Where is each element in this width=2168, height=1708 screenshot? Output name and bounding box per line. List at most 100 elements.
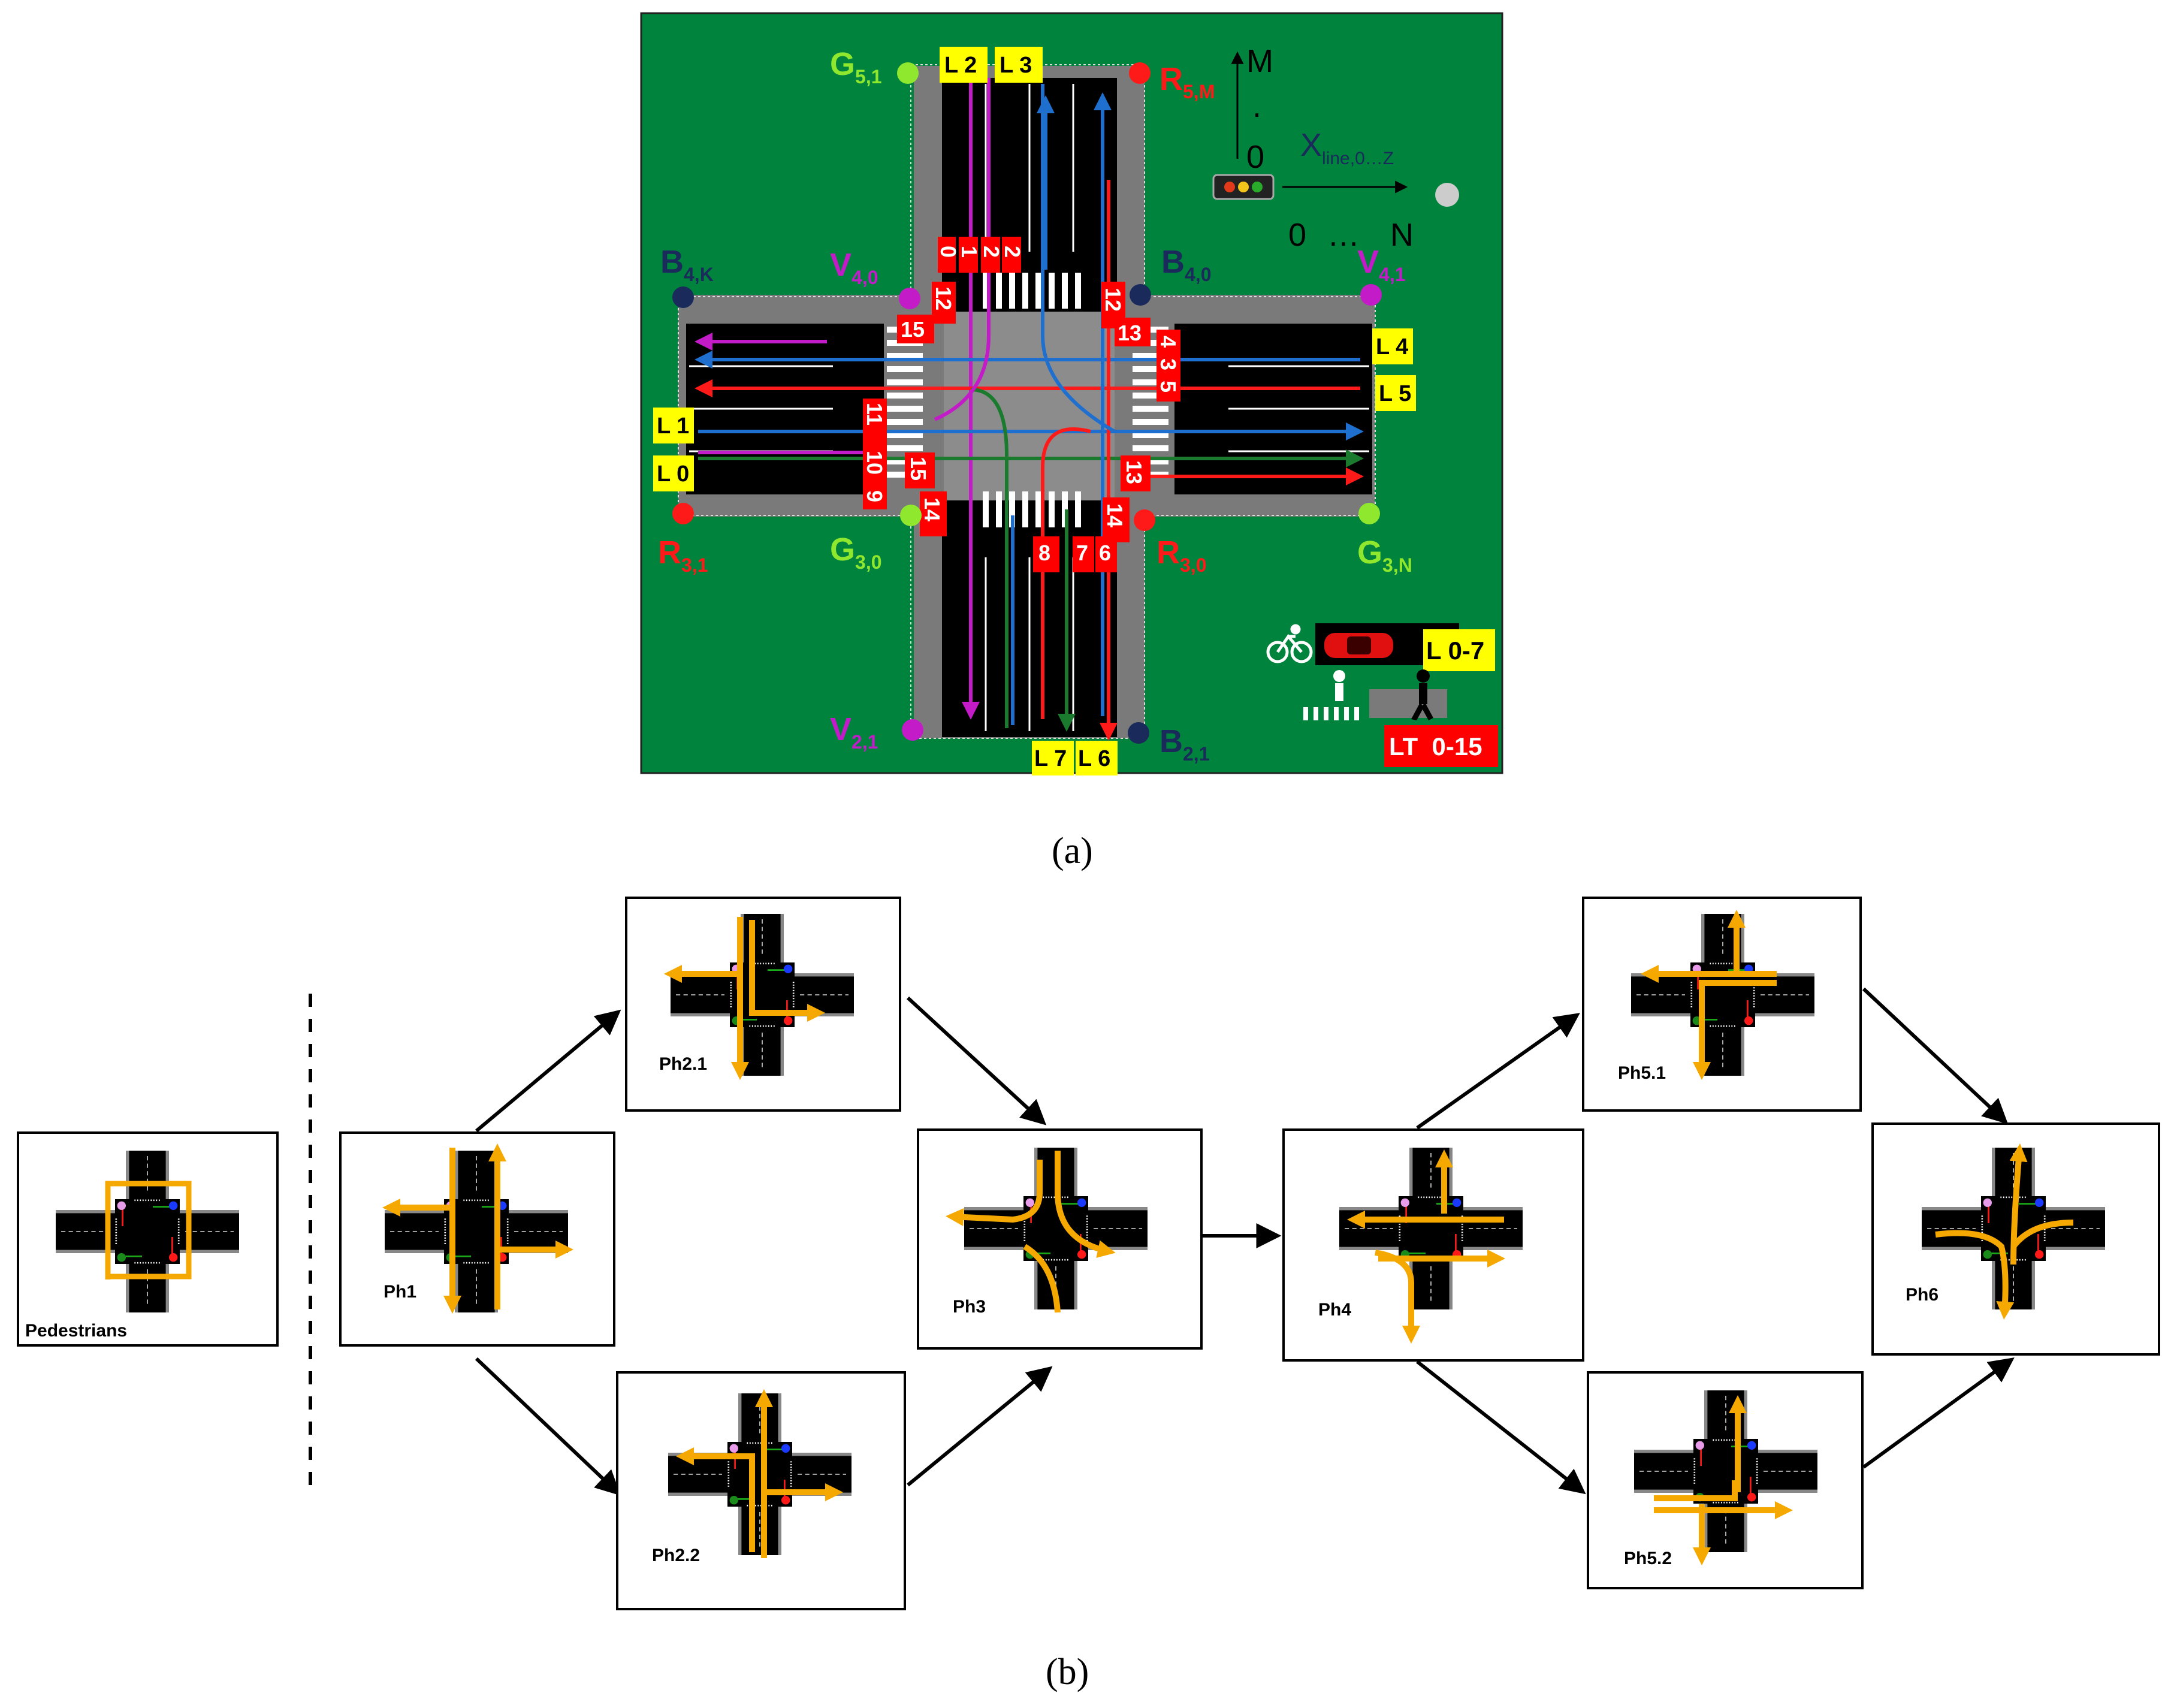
bicycle-icon: [1266, 624, 1313, 663]
label-g51: G: [830, 46, 855, 82]
light-number: 10: [862, 451, 887, 475]
endpoint-marker: [1435, 183, 1459, 207]
axis-x: X: [1300, 127, 1322, 163]
phase-label: Ph2.1: [659, 1054, 707, 1074]
svg-text:G3,0: G3,0: [830, 532, 882, 573]
axis-dot: .: [1252, 88, 1261, 124]
light-number: 9: [862, 490, 887, 502]
car-icon: [1324, 633, 1393, 658]
marker-r31: [672, 503, 694, 524]
svg-text:G5,1: G5,1: [830, 46, 882, 87]
marker-g3n: [1358, 503, 1380, 524]
light-number: 8: [1038, 541, 1050, 565]
label-b21-sub: 2,1: [1183, 743, 1209, 765]
light-number: 13: [1122, 460, 1146, 484]
caption-a: (a): [1052, 831, 1093, 871]
phase-label: Ph1: [384, 1282, 416, 1302]
lane-label-l1: L 1: [657, 414, 689, 439]
label-g30: G: [830, 532, 855, 568]
axis-zero: 0: [1246, 139, 1264, 175]
lane-label-l4: L 4: [1376, 334, 1408, 360]
marker-b40: [1130, 284, 1151, 306]
phase-label: Ph3: [953, 1297, 986, 1317]
svg-text:G3,N: G3,N: [1357, 535, 1412, 576]
caption-b: (b): [1046, 1652, 1089, 1692]
light-number: 14: [920, 497, 944, 521]
light-number: 3: [1156, 358, 1180, 370]
light-number: 13: [1118, 321, 1142, 345]
label-b40: B: [1161, 244, 1185, 280]
light-number: 14: [1103, 503, 1127, 527]
label-r31: R: [658, 535, 681, 571]
label-g3n-sub: 3,N: [1382, 554, 1412, 576]
phase-label: Pedestrians: [25, 1321, 127, 1341]
svg-text:B2,1: B2,1: [1160, 723, 1209, 765]
axis-start: 0: [1288, 217, 1306, 253]
light-number: 5: [1156, 381, 1180, 393]
icon-legend: L 0-7 LT 0-15: [1266, 623, 1498, 767]
svg-text:R3,0: R3,0: [1157, 535, 1206, 576]
marker-g51: [897, 62, 919, 84]
label-v41-sub: 4,1: [1379, 264, 1405, 285]
svg-text:B4,K: B4,K: [660, 244, 714, 285]
marker-v21: [902, 719, 923, 741]
light-number: 15: [901, 317, 925, 342]
label-g51-sub: 5,1: [855, 66, 881, 87]
label-r30: R: [1157, 535, 1180, 571]
lane-label-l7: L 7: [1034, 746, 1067, 771]
light-number: 4: [1156, 336, 1180, 348]
label-v40: V: [830, 247, 852, 283]
light-number: 2: [979, 246, 1004, 258]
light-number: 6: [1099, 541, 1111, 565]
label-b4k-sub: 4,K: [684, 264, 714, 285]
svg-text:Xline,0…Z: Xline,0…Z: [1300, 127, 1394, 168]
marker-r5m: [1129, 62, 1151, 84]
lane-label-l6: L 6: [1078, 746, 1110, 771]
marker-v41: [1360, 284, 1382, 306]
axis-dots: …: [1327, 217, 1360, 253]
label-r5m-sub: 5,M: [1183, 81, 1215, 102]
phase-label: Ph5.1: [1618, 1063, 1666, 1083]
label-v21-sub: 2,1: [852, 731, 878, 753]
legend-lanes: L 0-7: [1426, 636, 1484, 665]
label-v21: V: [830, 711, 852, 747]
label-g3n: G: [1357, 535, 1382, 571]
marker-r30: [1134, 509, 1155, 531]
light-number: 12: [1101, 288, 1125, 312]
label-r30-sub: 3,0: [1180, 554, 1206, 576]
marker-g30: [900, 505, 922, 526]
phase-diagram: Pedestrians Ph1 Ph2.1 Ph2.2: [17, 897, 2160, 1610]
axis-legend: M . 0 Xline,0…Z 0 … N: [1212, 43, 1459, 253]
axis-m: M: [1246, 43, 1273, 79]
light-number: 1: [957, 246, 982, 258]
lane-label-l2: L 2: [944, 53, 977, 78]
phase-label: Ph4: [1318, 1300, 1351, 1320]
label-r5m: R: [1160, 61, 1183, 97]
label-r31-sub: 3,1: [681, 554, 708, 576]
svg-text:B4,0: B4,0: [1161, 244, 1211, 285]
lane-label-l0: L 0: [657, 461, 689, 487]
light-number: 0: [936, 246, 961, 258]
pedestrian-icon: [1411, 669, 1433, 720]
phase-label: Ph6: [1906, 1285, 1938, 1305]
axis-end: N: [1390, 217, 1414, 253]
lane-label-l3: L 3: [1000, 53, 1032, 78]
svg-text:V4,1: V4,1: [1357, 244, 1406, 285]
intersection-map: L 1 L 0 L 2 L 3 L 4 L 5 L 7 L 6 0 1 2 12…: [640, 12, 1503, 775]
light-number: 15: [906, 457, 931, 481]
label-b4k: B: [660, 244, 684, 280]
marker-b4k: [672, 286, 694, 308]
svg-text:V2,1: V2,1: [830, 711, 878, 753]
svg-text:R5,M: R5,M: [1160, 61, 1215, 102]
marker-v40: [899, 288, 920, 309]
svg-text:R3,1: R3,1: [658, 535, 708, 576]
phase-label: Ph5.2: [1624, 1549, 1672, 1568]
pedestrian-icon: [1303, 670, 1359, 720]
marker-b21: [1128, 722, 1149, 744]
label-b40-sub: 4,0: [1185, 264, 1211, 285]
light-number: 12: [931, 286, 956, 310]
label-g30-sub: 3,0: [855, 551, 881, 573]
svg-text:V4,0: V4,0: [830, 247, 878, 288]
legend-lights: LT 0-15: [1389, 732, 1482, 761]
